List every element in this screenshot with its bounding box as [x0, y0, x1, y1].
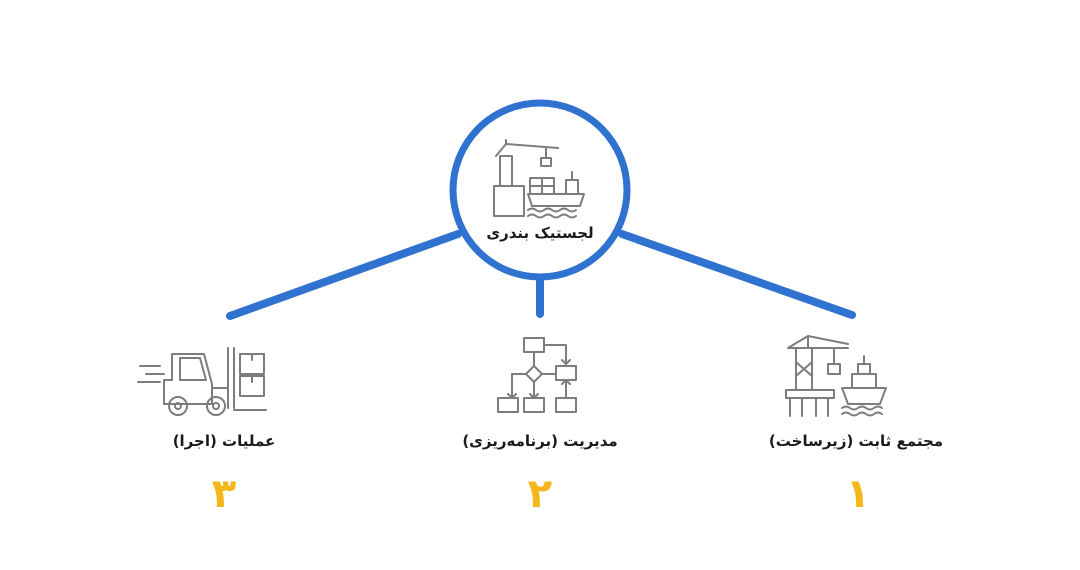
flowchart-icon [497, 337, 577, 413]
node-number-2: ۲ [527, 471, 553, 517]
node-label-3: عملیات (اجرا) [172, 432, 276, 450]
node-label-2: مدیریت (برنامه‌ریزی) [462, 432, 618, 450]
node-label-1: مجتمع ثابت (زیرساخت) [768, 432, 944, 450]
connector-line-left [226, 230, 462, 320]
forklift-icon [137, 347, 267, 416]
connector-line-right [618, 230, 856, 319]
port-crane-ship-icon [785, 335, 887, 417]
center-circle [449, 99, 631, 281]
node-number-1: ۱ [845, 471, 871, 517]
port-logistics-icon [493, 139, 585, 219]
node-number-3: ۳ [211, 471, 237, 517]
center-label: لجستیک بندری [486, 224, 594, 242]
